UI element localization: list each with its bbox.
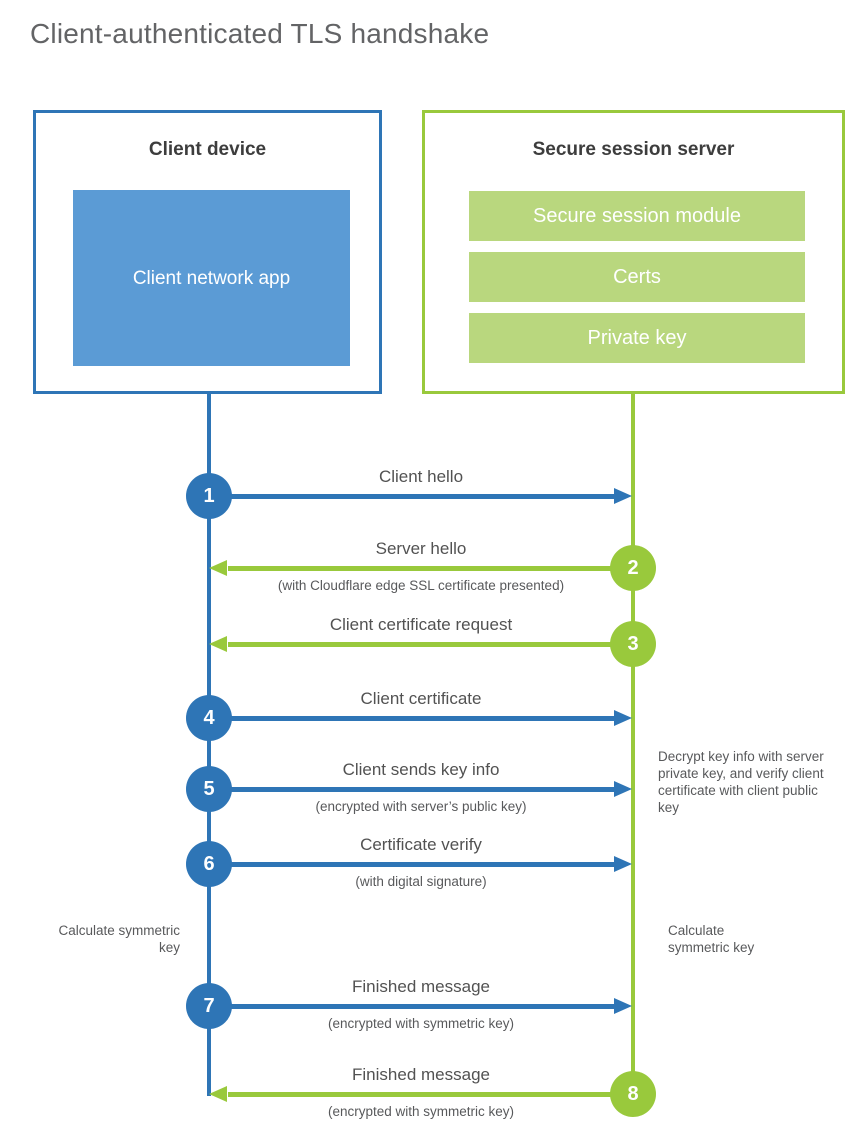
step-8-label: Finished message: [352, 1065, 490, 1084]
server-module-bar-private-key: Private key: [469, 313, 805, 363]
step-7-arrow-shaft: [230, 1004, 616, 1009]
step-7-badge: 7: [186, 983, 232, 1029]
step-4-arrowhead-icon: [614, 710, 632, 726]
client-network-app-label: Client network app: [132, 267, 291, 289]
server-lifeline: [631, 392, 635, 1094]
step-8-arrow-shaft: [228, 1092, 612, 1097]
step-2-label: Server hello: [375, 539, 467, 558]
step-6-arrowhead-icon: [614, 856, 632, 872]
step-2-arrow-shaft: [228, 566, 612, 571]
step-4-badge: 4: [186, 695, 232, 741]
step-8-arrowhead-icon: [209, 1086, 227, 1102]
step-3-arrow-shaft: [228, 642, 612, 647]
server-module-bar-certs: Certs: [469, 252, 805, 302]
step-3-badge: 3: [610, 621, 656, 667]
step-5-arrow-shaft: [230, 787, 616, 792]
step-6-badge: 6: [186, 841, 232, 887]
step-4-arrow-shaft: [230, 716, 616, 721]
secure-session-server-box: Secure session server Secure session mod…: [422, 110, 845, 394]
secure-session-server-title: Secure session server: [532, 139, 735, 160]
calc-symmetric-key-left: Calculate symmetric key: [58, 923, 180, 955]
client-lifeline: [207, 392, 211, 1096]
step-1-arrow-shaft: [230, 494, 616, 499]
step-7-arrowhead-icon: [614, 998, 632, 1014]
calc-symmetric-key-right: Calculate symmetric key: [668, 923, 755, 955]
step-6-arrow-shaft: [230, 862, 616, 867]
step-7-label: Finished message: [352, 977, 490, 996]
server-module-bar-secure-session-module: Secure session module: [469, 191, 805, 241]
step-3-label: Client certificate request: [329, 615, 513, 634]
decrypt-note: Decrypt key info with server private key…: [658, 749, 824, 815]
step-5-arrowhead-icon: [614, 781, 632, 797]
step-5-badge: 5: [186, 766, 232, 812]
step-1-badge: 1: [186, 473, 232, 519]
step-2-badge: 2: [610, 545, 656, 591]
step-5-sublabel: (encrypted with server’s public key): [315, 799, 527, 814]
step-5-label: Client sends key info: [342, 760, 500, 779]
client-network-app-box: Client network app: [73, 190, 350, 366]
step-7-sublabel: (encrypted with symmetric key): [327, 1016, 515, 1031]
step-2-arrowhead-icon: [209, 560, 227, 576]
step-8-sublabel: (encrypted with symmetric key): [327, 1104, 515, 1119]
step-1-arrowhead-icon: [614, 488, 632, 504]
step-6-label: Certificate verify: [360, 835, 482, 854]
step-6-sublabel: (with digital signature): [355, 874, 487, 889]
step-2-sublabel: (with Cloudflare edge SSL certificate pr…: [277, 578, 565, 593]
step-1-label: Client hello: [378, 467, 464, 486]
step-4-label: Client certificate: [360, 689, 482, 708]
client-device-box: Client device Client network app: [33, 110, 382, 394]
page-title: Client-authenticated TLS handshake: [30, 18, 490, 49]
step-8-badge: 8: [610, 1071, 656, 1117]
step-3-arrowhead-icon: [209, 636, 227, 652]
client-device-title: Client device: [148, 139, 267, 160]
